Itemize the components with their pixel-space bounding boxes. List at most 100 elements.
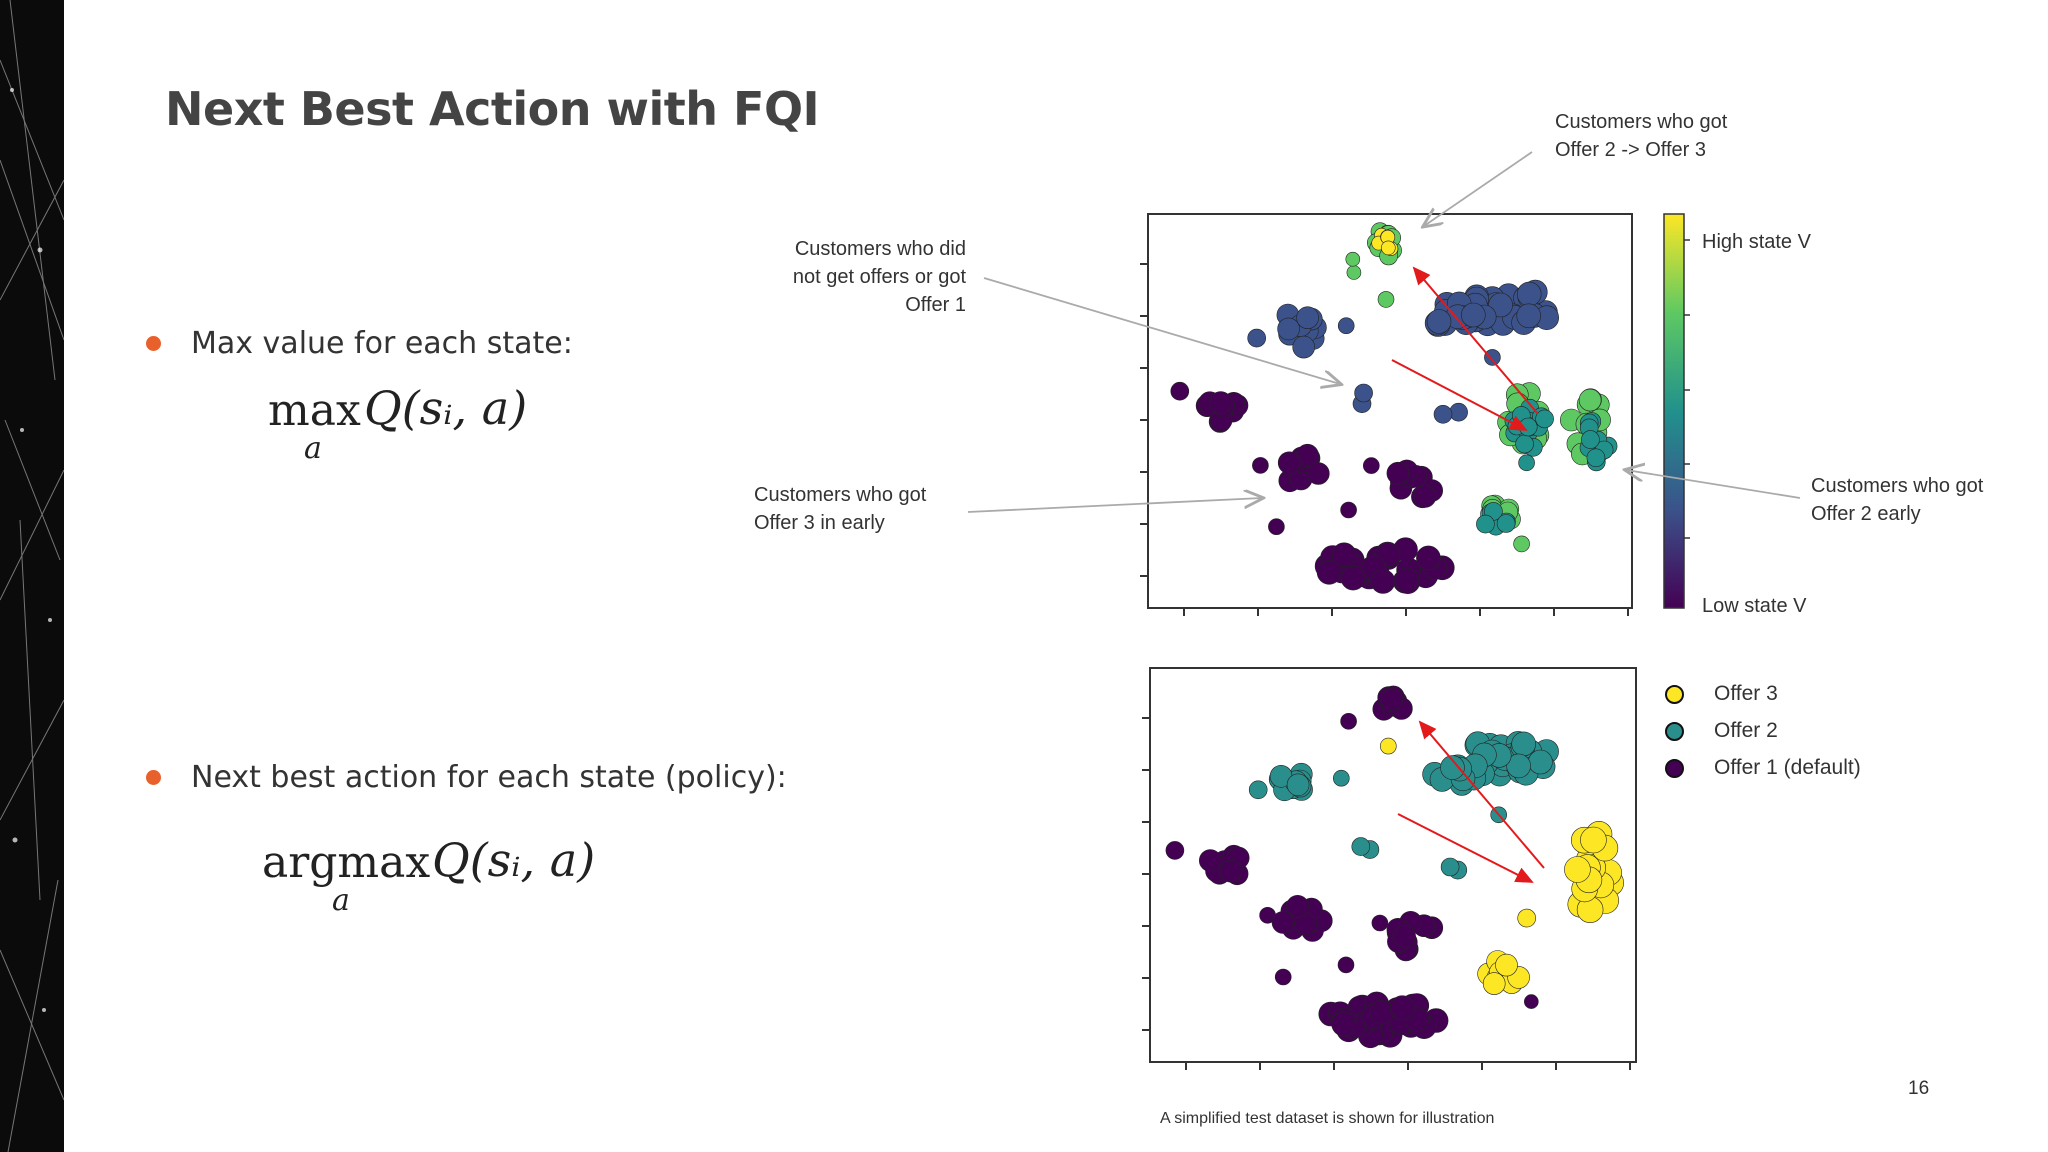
bullet-text: Next best action for each state (policy)…	[191, 760, 787, 795]
cluster-point	[1393, 925, 1416, 948]
formula-subscript: a	[304, 431, 322, 466]
bullet-text: Max value for each state:	[191, 326, 573, 361]
formula-expression: Q(sᵢ, a)	[432, 833, 596, 887]
formula-subscript: a	[332, 883, 350, 918]
cluster-point	[1277, 317, 1300, 341]
cluster-point	[1495, 953, 1518, 977]
cluster-point	[1371, 914, 1389, 932]
cluster-point	[1268, 518, 1285, 536]
cluster-point	[1209, 391, 1232, 414]
page-number: 16	[1908, 1078, 1930, 1099]
cluster-point	[1476, 514, 1495, 534]
cluster-point	[1199, 849, 1222, 872]
formula-expression: Q(sᵢ, a)	[364, 381, 528, 435]
legend-item-offer1: Offer 1 (default)	[1665, 756, 1861, 780]
cluster-point	[1380, 737, 1397, 755]
cluster-point	[1337, 956, 1355, 974]
colorbar-ticks	[1684, 239, 1690, 539]
cluster-point	[1386, 461, 1410, 485]
cluster-point	[1274, 968, 1292, 986]
cluster-point	[1248, 780, 1268, 800]
annotation-line: Customers who got	[754, 484, 927, 506]
cluster-point	[1515, 434, 1534, 454]
slide-title: Next Best Action with FQI	[165, 82, 820, 136]
cluster-point	[1165, 841, 1185, 860]
plot-bottom-clusters	[1165, 685, 1624, 1049]
network-lines-decoration	[0, 0, 64, 1152]
annotation-line: Customers who did	[794, 238, 966, 260]
cluster-point	[1496, 514, 1516, 533]
legend-label: Offer 3	[1714, 682, 1778, 705]
red-arrows	[1391, 266, 1545, 883]
formula-operator: argmax	[262, 837, 431, 888]
annotation-line: Customers who got	[1555, 111, 1728, 133]
cluster-point	[1390, 995, 1415, 1021]
cluster-point	[1580, 826, 1607, 854]
cluster-point	[1363, 457, 1380, 474]
legend-label: Offer 1 (default)	[1714, 756, 1861, 779]
cluster-point	[1516, 281, 1542, 307]
cluster-point	[1271, 911, 1295, 934]
footnote-caption: A simplified test dataset is shown for i…	[1160, 1110, 1495, 1127]
cluster-point	[1252, 457, 1269, 474]
cluster-point	[1337, 317, 1355, 335]
cluster-point	[1516, 303, 1541, 329]
callout-arrows	[967, 151, 1801, 513]
cluster-point	[1449, 402, 1468, 422]
plot-ticks	[1140, 263, 1631, 1070]
cluster-point	[1331, 542, 1357, 568]
colorbar	[1663, 213, 1685, 609]
cluster-point	[1340, 565, 1366, 591]
cluster-point	[1416, 545, 1441, 571]
cluster-point	[1170, 381, 1190, 401]
cluster-point	[1426, 309, 1452, 334]
cluster-point	[1484, 349, 1501, 366]
cluster-point	[1377, 291, 1395, 308]
cluster-point	[1517, 908, 1536, 928]
cluster-point	[1461, 302, 1486, 328]
cluster-point	[1528, 749, 1553, 775]
cluster-point	[1219, 859, 1243, 883]
cluster-point	[1286, 773, 1310, 797]
colorbar-low-label: Low state V	[1702, 595, 1807, 617]
annotation-line: Offer 3 in early	[754, 512, 885, 534]
cluster-point	[1354, 383, 1373, 403]
legend-item-offer3: Offer 3	[1665, 682, 1778, 706]
cluster-point	[1277, 451, 1301, 475]
cluster-point	[1340, 712, 1357, 730]
annotation-offer3-early: Customers who got Offer 3 in early	[754, 481, 926, 537]
cluster-point	[1433, 404, 1453, 424]
annotation-line: not get offers or got	[792, 266, 966, 288]
cluster-point	[1524, 994, 1539, 1009]
legend-item-offer2: Offer 2	[1665, 719, 1778, 743]
cluster-point	[1394, 567, 1420, 593]
cluster-point	[1296, 306, 1319, 330]
decorative-side-strip	[0, 0, 64, 1152]
legend-swatch	[1665, 758, 1684, 778]
annotation-line: Offer 2 -> Offer 3	[1555, 139, 1706, 161]
cluster-point	[1586, 448, 1606, 468]
annotation-line: Offer 2 early	[1811, 503, 1921, 525]
plot-top-clusters	[1170, 222, 1618, 595]
legend-swatch	[1665, 684, 1684, 704]
cluster-point	[1381, 240, 1396, 256]
bullet-next-best-action: Next best action for each state (policy)…	[146, 760, 787, 795]
cluster-point	[1578, 388, 1602, 412]
legend-label: Offer 2	[1714, 719, 1778, 742]
cluster-point	[1345, 251, 1361, 267]
cluster-point	[1307, 462, 1330, 485]
cluster-point	[1511, 731, 1536, 757]
cluster-point	[1351, 837, 1371, 856]
colorbar-high-label: High state V	[1702, 231, 1811, 253]
cluster-point	[1370, 569, 1396, 594]
bullet-dot-icon	[146, 336, 161, 351]
cluster-point	[1440, 755, 1465, 780]
cluster-point	[1581, 430, 1600, 449]
annotation-offer2-to-offer3: Customers who got Offer 2 -> Offer 3	[1555, 108, 1727, 164]
cluster-point	[1535, 409, 1554, 429]
cluster-point	[1346, 265, 1362, 280]
annotation-no-offer: Customers who did not get offers or got …	[746, 235, 966, 319]
cluster-point	[1247, 328, 1266, 348]
annotation-offer2-early: Customers who got Offer 2 early	[1811, 472, 1983, 528]
